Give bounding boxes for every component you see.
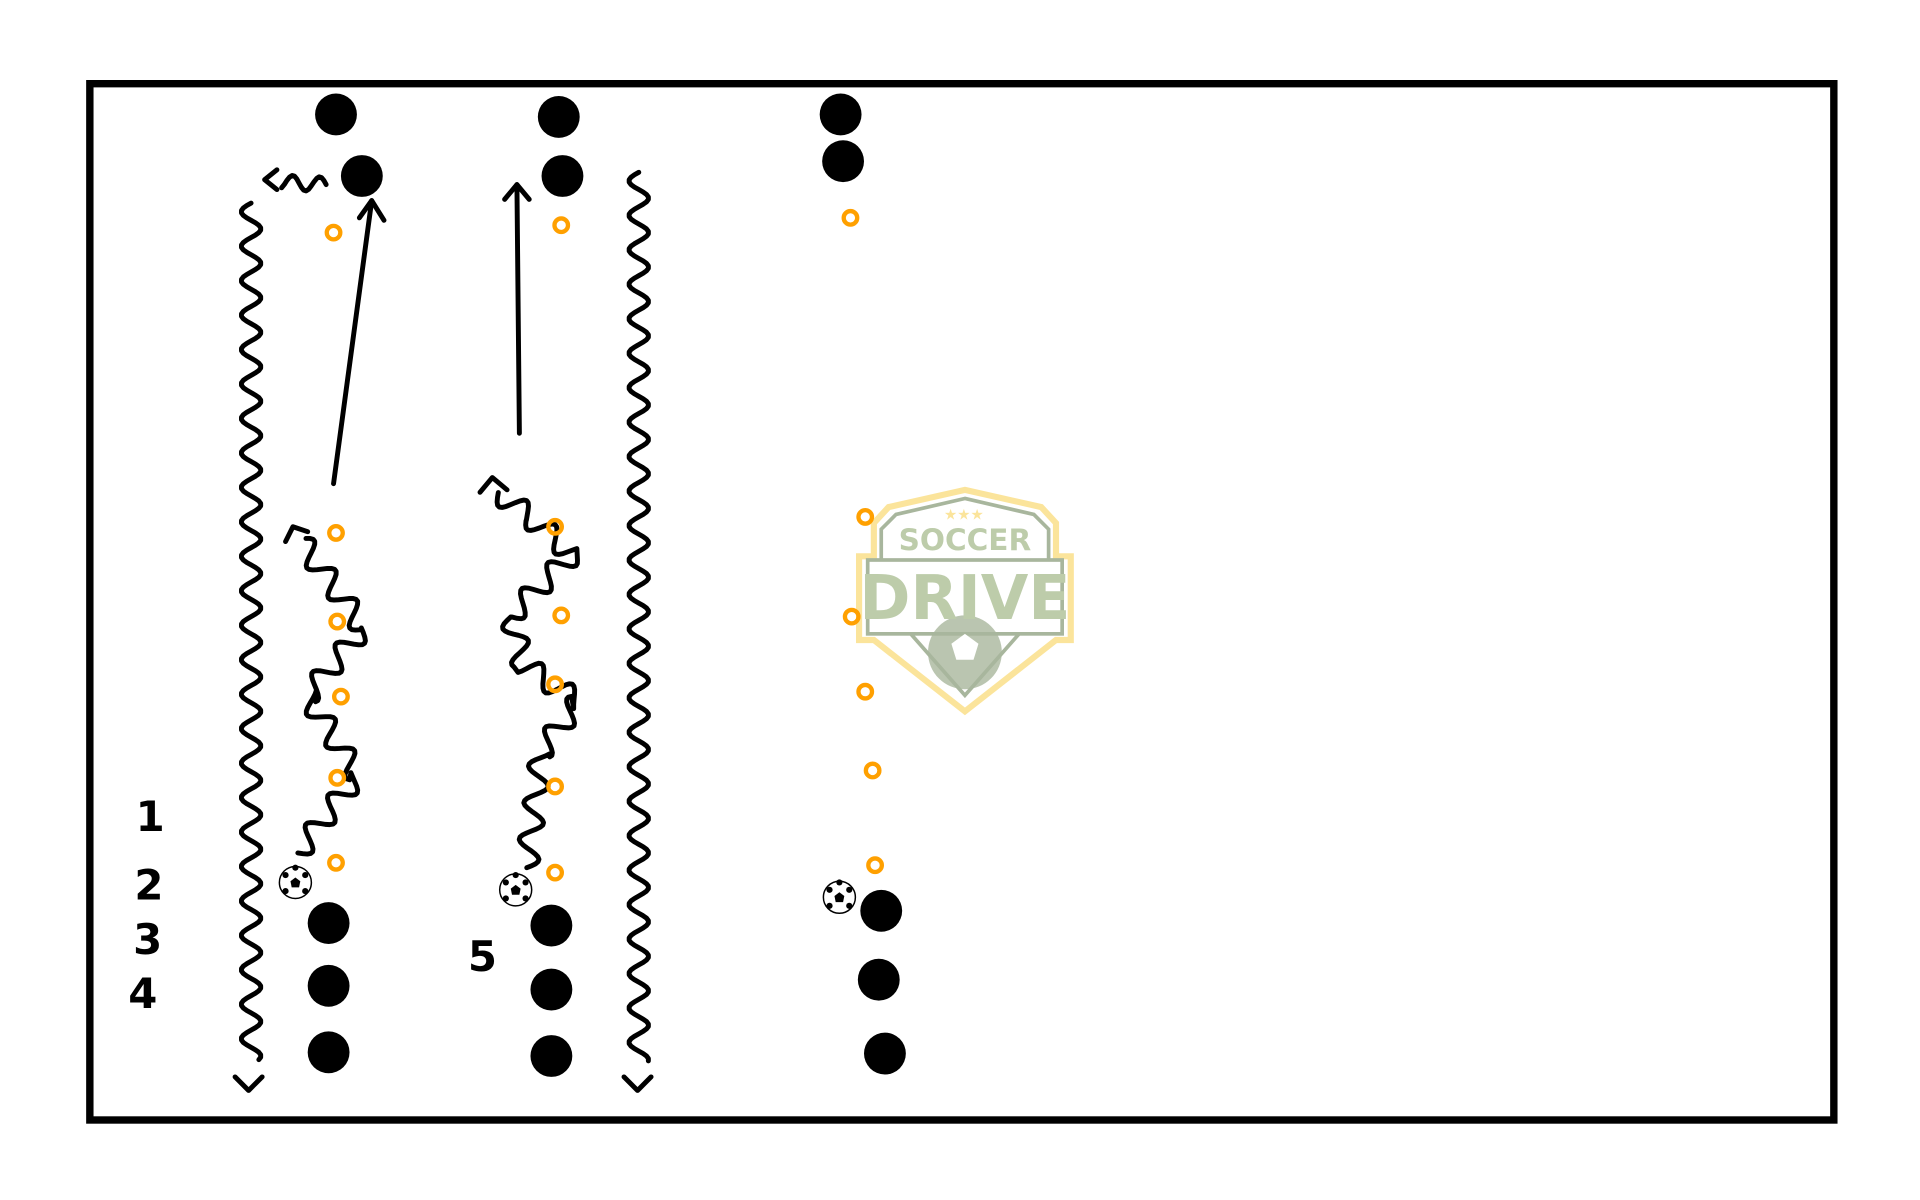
player (307, 902, 350, 944)
ball-patch (826, 886, 833, 893)
player (857, 958, 900, 1001)
label-5: 5 (468, 932, 497, 981)
player (307, 1031, 350, 1074)
ball-patch (282, 872, 289, 879)
ball-patch (292, 864, 299, 871)
player (819, 93, 862, 136)
label-3: 3 (133, 915, 162, 964)
cone (328, 768, 347, 787)
cone (856, 508, 875, 526)
cone (841, 208, 860, 227)
cone (856, 682, 875, 701)
cone (552, 606, 571, 625)
cone (866, 856, 884, 875)
player (860, 889, 903, 932)
ball-patch (282, 888, 289, 895)
ball-patch (302, 888, 309, 895)
soccer-ball-icon (498, 872, 533, 907)
ball-patch (502, 895, 509, 902)
chevron-icon (283, 524, 311, 544)
pass-arrow (331, 198, 375, 487)
cone (327, 524, 345, 542)
cone (332, 687, 350, 706)
player (822, 140, 864, 183)
ball-patch (510, 884, 521, 895)
arrow-head-icon (502, 182, 532, 202)
cone (546, 777, 564, 796)
ball-patch (522, 895, 529, 902)
ball-patch (290, 877, 301, 888)
chevron-left-icon (262, 167, 280, 192)
dribble-path (295, 536, 368, 857)
label-2: 2 (134, 861, 163, 910)
player (307, 964, 350, 1007)
cone (842, 607, 861, 626)
ball-patch (846, 902, 853, 909)
player (340, 155, 383, 197)
label-4: 4 (128, 969, 157, 1018)
cone (546, 863, 564, 882)
player (315, 93, 357, 136)
player (864, 1032, 906, 1075)
pass-arrow (514, 182, 522, 436)
chevron-down-icon (621, 1074, 654, 1093)
cone (863, 761, 882, 780)
run-path-wavy (239, 200, 264, 1063)
soccer-ball-icon (822, 879, 857, 914)
logo-main-text: DRIVE (859, 562, 1070, 634)
run-path-wavy (279, 173, 329, 194)
label-1: 1 (136, 792, 165, 841)
chevron-down-icon (232, 1074, 265, 1093)
run-path-wavy (626, 169, 651, 1064)
logo-top-text: SOCCER (899, 523, 1032, 557)
ball-patch (836, 879, 843, 886)
player (541, 155, 584, 197)
soccer-ball-icon (278, 864, 313, 900)
ball-patch (512, 872, 519, 879)
ball-patch (522, 879, 529, 886)
cone (546, 517, 564, 536)
player (530, 968, 573, 1011)
chevron-icon (477, 475, 510, 495)
player (530, 904, 573, 947)
cone (552, 216, 571, 235)
ball-patch (834, 892, 845, 903)
cone (546, 675, 564, 694)
cone (327, 853, 345, 872)
ball-patch (502, 879, 509, 886)
soccer-drive-logo: ★★★ SOCCER DRIVE (856, 486, 1074, 716)
ball-patch (302, 872, 309, 879)
cone (328, 612, 347, 631)
svg-text:★★★: ★★★ (944, 506, 984, 523)
ball-patch (826, 902, 833, 909)
player (530, 1035, 573, 1077)
cone (324, 223, 343, 242)
ball-patch (846, 886, 853, 893)
arrow-head-icon (356, 198, 387, 223)
player (537, 96, 580, 138)
